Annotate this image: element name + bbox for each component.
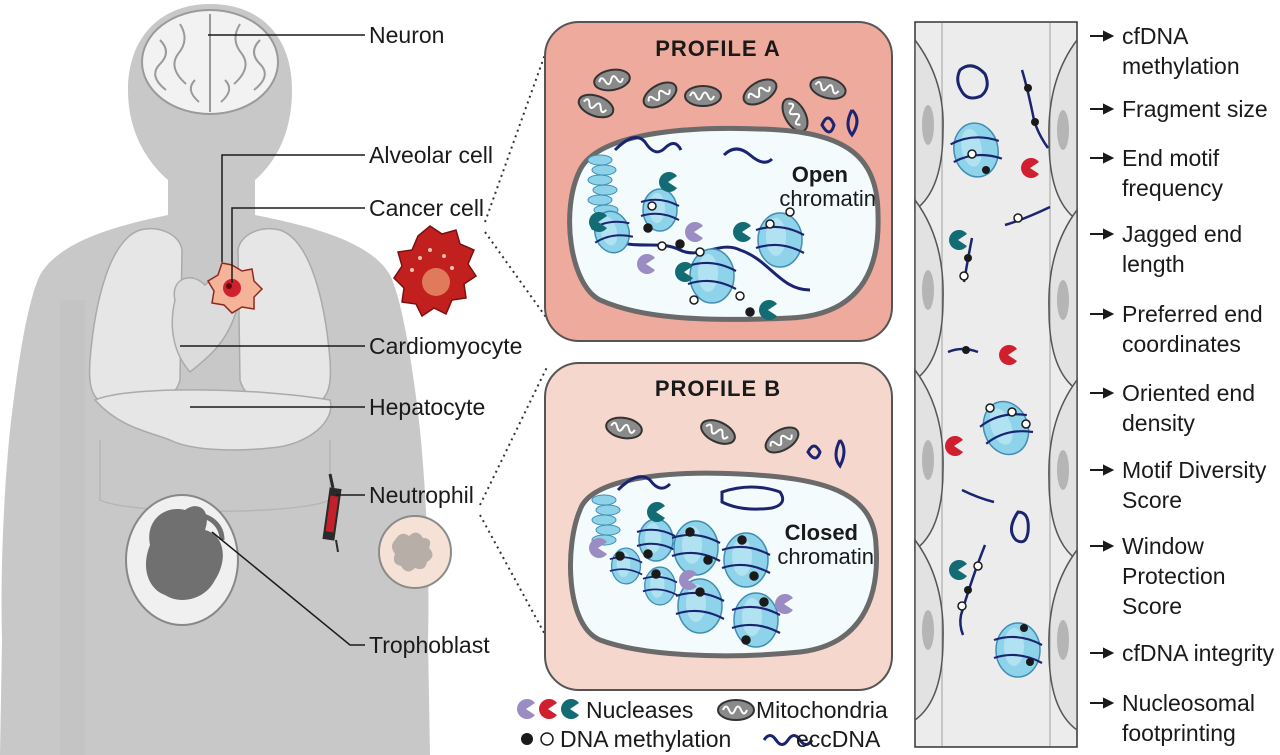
feature-label-line: Oriented end [1122, 380, 1255, 406]
label-trophoblast: Trophoblast [369, 632, 490, 658]
feature-label-line: length [1122, 251, 1185, 277]
feature-item: End motif frequency [1090, 145, 1224, 201]
legend: Nucleases Mitochondria DNA methylation e… [517, 697, 888, 752]
legend-nucleases: Nucleases [586, 697, 693, 723]
feature-label-line: cfDNA integrity [1122, 640, 1275, 666]
feature-item: cfDNA integrity [1090, 640, 1275, 666]
human-body [0, 4, 430, 755]
cancer-cell-icon [393, 225, 478, 318]
arrow-icon [1090, 152, 1115, 164]
blood-vessel [914, 21, 1078, 748]
legend-dna-methylation: DNA methylation [560, 726, 731, 752]
feature-label-line: Window [1122, 533, 1204, 559]
feature-label-line: coordinates [1122, 331, 1241, 357]
label-neuron: Neuron [369, 22, 444, 48]
feature-item: Jagged end length [1090, 221, 1242, 277]
feature-item: Oriented end density [1090, 380, 1255, 436]
feature-label-line: Score [1122, 593, 1182, 619]
arrow-icon [1090, 647, 1115, 659]
profile-b-title: PROFILE B [655, 376, 781, 401]
feature-label-line: Fragment size [1122, 96, 1268, 122]
neutrophil-icon [378, 515, 452, 589]
profile-a-title: PROFILE A [655, 36, 781, 61]
mitochondria-legend-icon [717, 699, 755, 721]
tumor-icon [206, 262, 264, 314]
label-neutrophil: Neutrophil [369, 482, 474, 508]
dotted-connectors [479, 45, 549, 641]
feature-label-line: footprinting [1122, 720, 1236, 746]
label-hepatocyte: Hepatocyte [369, 394, 485, 420]
feature-label-line: cfDNA [1122, 23, 1189, 49]
feature-label-line: Score [1122, 487, 1182, 513]
arrow-icon [1090, 103, 1115, 115]
arrow-icon [1090, 540, 1115, 552]
feature-item: cfDNA methylation [1090, 23, 1240, 79]
profile-b-state: chromatin [777, 544, 874, 569]
feature-label-line: frequency [1122, 175, 1224, 201]
feature-label-line: Nucleosomal [1122, 690, 1255, 716]
leader-lines [180, 34, 365, 646]
fetus-icon [125, 494, 239, 626]
feature-item: Preferred end coordinates [1090, 301, 1263, 357]
legend-mitochondria: Mitochondria [756, 697, 888, 723]
arrow-icon [1090, 30, 1115, 42]
profile-a-state-bold: Open [792, 162, 848, 187]
feature-label-line: Protection [1122, 563, 1226, 589]
profile-a-panel: PROFILE A Open chromatin [544, 21, 893, 342]
profile-a-state: chromatin [779, 186, 876, 211]
brain-icon [141, 9, 279, 115]
arrow-icon [1090, 697, 1115, 709]
feature-label-line: End motif [1122, 145, 1220, 171]
syringe-icon [322, 473, 342, 553]
profile-b-state-bold: Closed [785, 520, 858, 545]
profile-b-panel: PROFILE B Closed chromatin [544, 362, 893, 691]
feature-item: Nucleosomal footprinting [1090, 690, 1255, 746]
feature-label-line: density [1122, 410, 1195, 436]
feature-label-line: Preferred end [1122, 301, 1263, 327]
label-cardiomyocyte: Cardiomyocyte [369, 333, 522, 359]
eccdna-legend-icon [762, 734, 814, 746]
methylation-legend-icon [521, 732, 554, 746]
feature-label-line: Jagged end [1122, 221, 1242, 247]
feature-label-line: methylation [1122, 53, 1240, 79]
feature-label-line: Motif Diversity [1122, 457, 1267, 483]
label-alveolar-cell: Alveolar cell [369, 142, 493, 168]
label-cancer-cell: Cancer cell [369, 195, 484, 221]
arrow-icon [1090, 464, 1115, 476]
legend-eccdna: eccDNA [796, 726, 881, 752]
liver-icon [93, 389, 332, 451]
nucleases-legend-icon [517, 699, 579, 719]
feature-item: Fragment size [1090, 96, 1268, 122]
arrow-icon [1090, 387, 1115, 399]
arrow-icon [1090, 308, 1115, 320]
arrow-icon [1090, 228, 1115, 240]
